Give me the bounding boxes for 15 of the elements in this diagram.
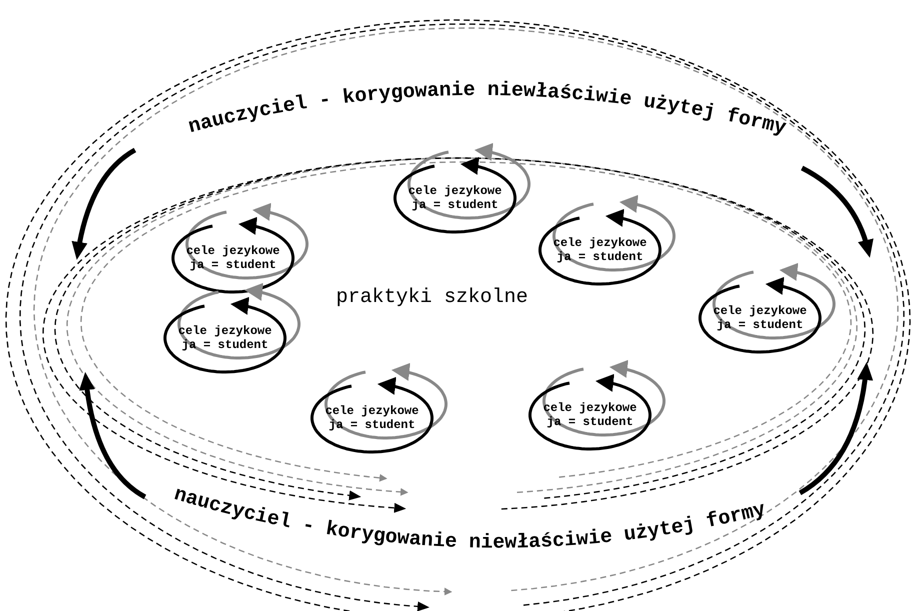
- loop-label: cele jezykowe: [712, 304, 808, 318]
- loop-label: ja = student: [180, 338, 270, 352]
- loop-label: cele jezykowe: [324, 404, 420, 418]
- loop-label: ja = student: [716, 318, 804, 332]
- center-label: praktyki szkolne: [334, 286, 530, 309]
- loop-label: ja = student: [556, 250, 644, 264]
- loop-label: cele jezykowe: [177, 324, 273, 338]
- loop-label: cele jezykowe: [542, 401, 638, 415]
- loop-label: cele jezykowe: [185, 244, 281, 258]
- loop-label: ja = student: [546, 415, 634, 429]
- loop-label: ja = student: [188, 258, 278, 272]
- loop-label: cele jezykowe: [552, 236, 648, 250]
- loop-label: cele jezykowe: [407, 184, 503, 198]
- loop-label: ja = student: [328, 418, 416, 432]
- loop-label: ja = student: [410, 198, 500, 212]
